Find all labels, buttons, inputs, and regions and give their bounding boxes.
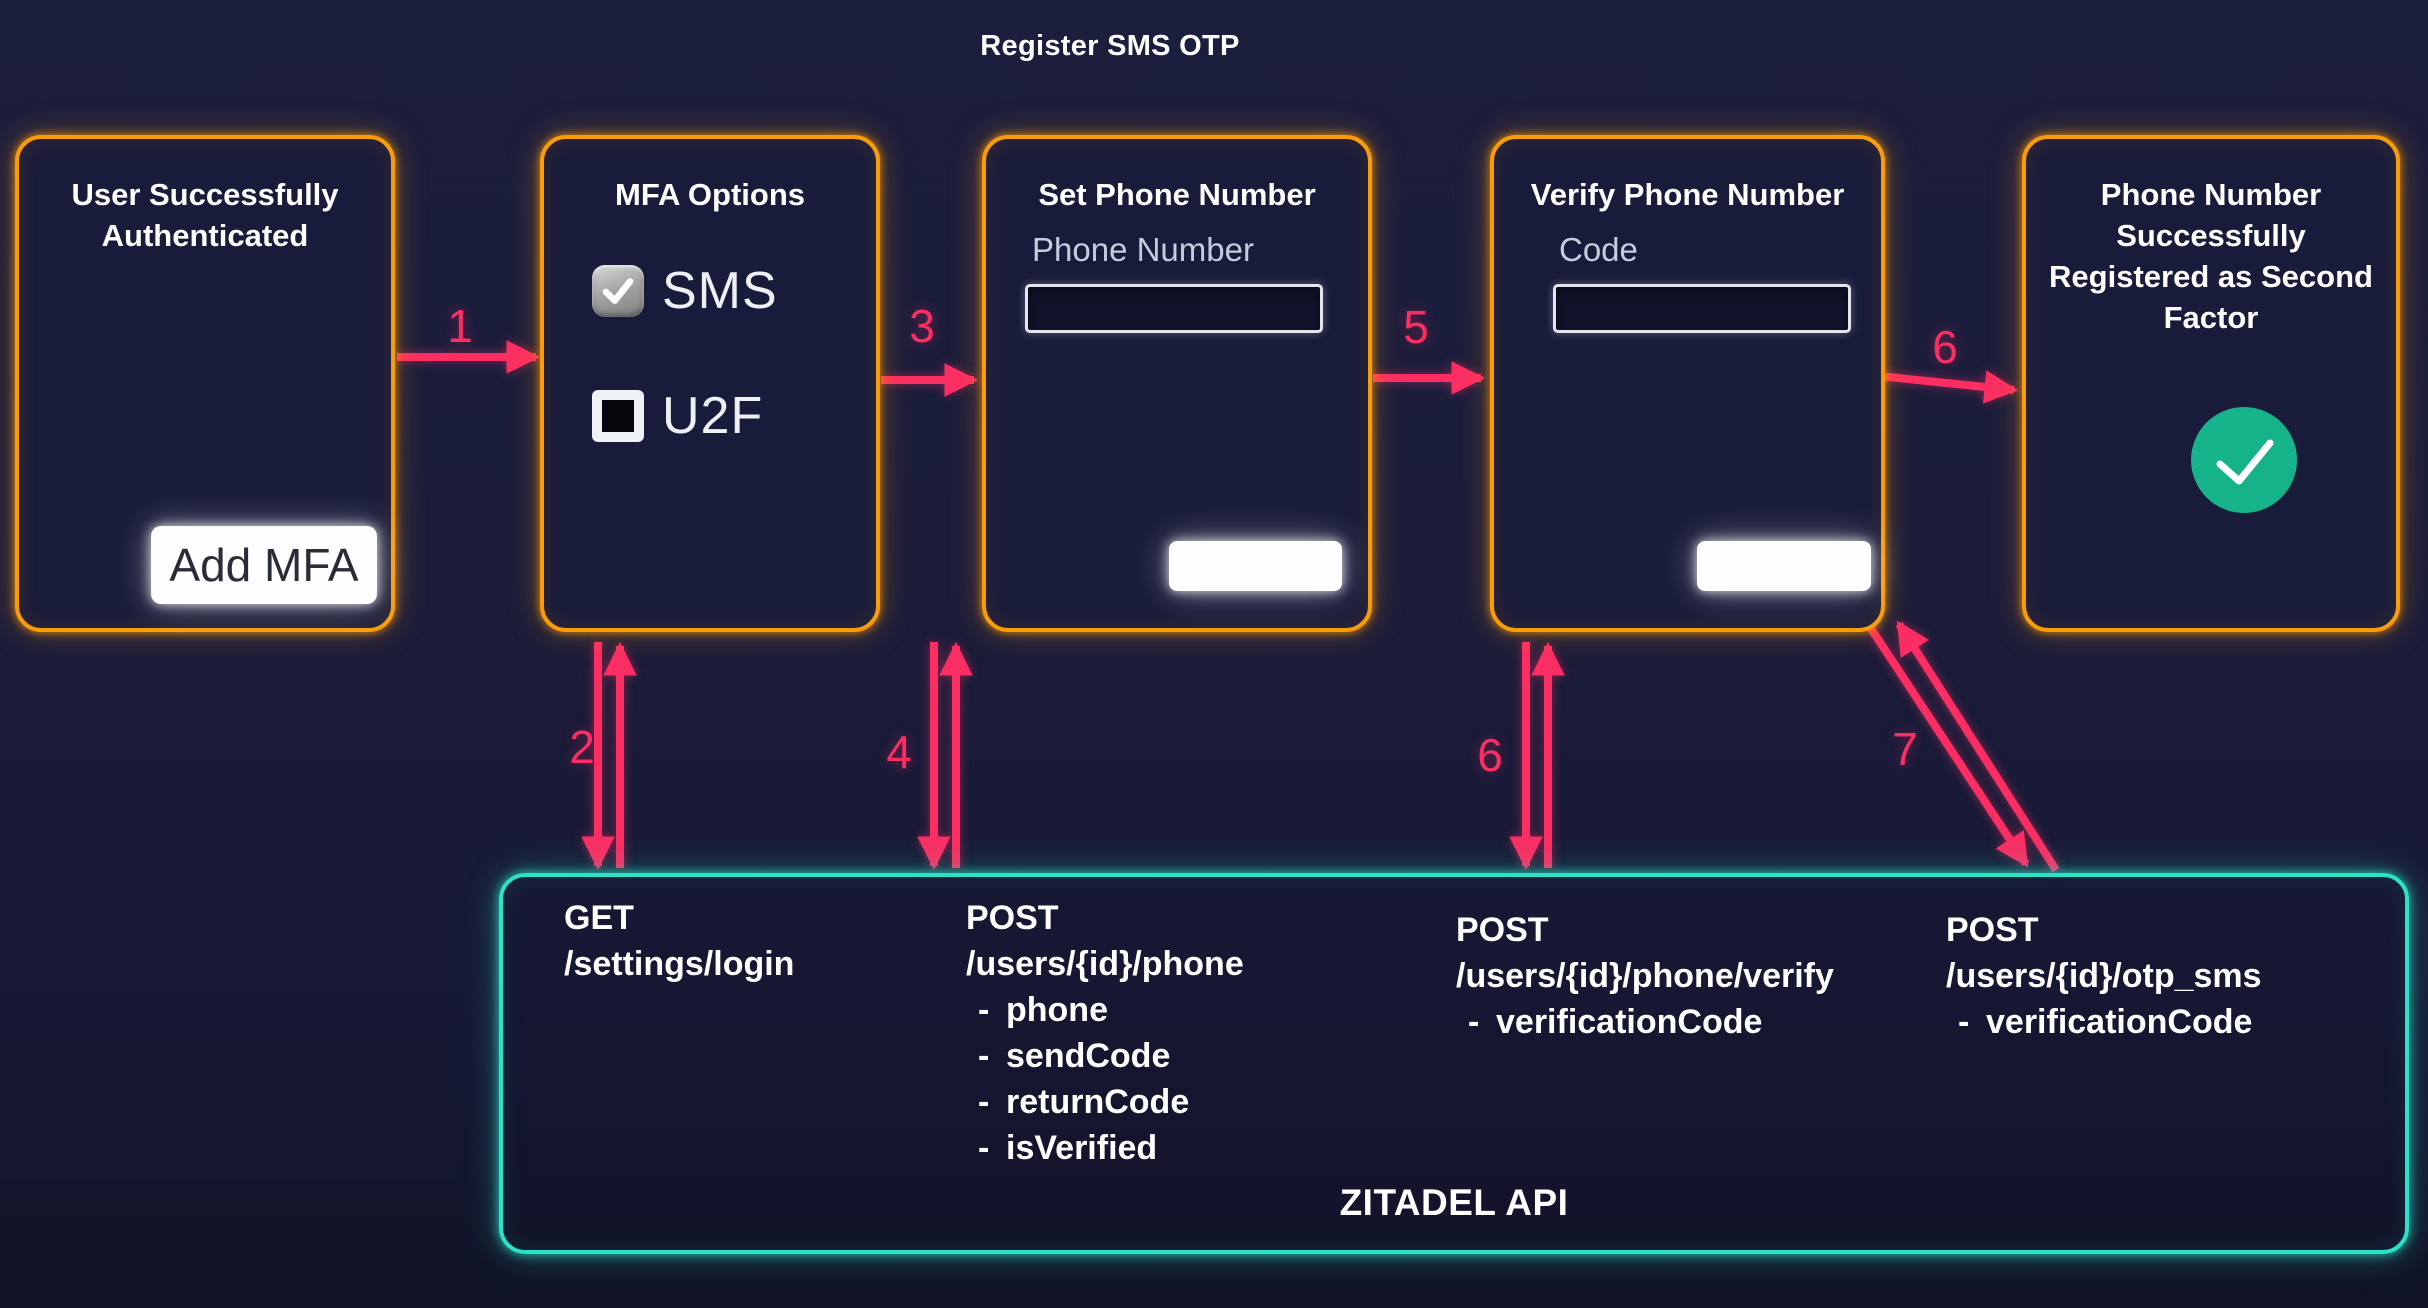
- sms-checkbox[interactable]: [592, 265, 644, 317]
- param-label: isVerified: [1006, 1129, 1158, 1167]
- bullet-dash: -: [978, 1037, 990, 1075]
- success-check-icon: [2191, 407, 2297, 513]
- card-title: Phone Number Successfully Registered as …: [2049, 177, 2373, 335]
- endpoint-path: /users/{id}/phone/verify: [1456, 957, 1834, 995]
- param-label: returnCode: [1006, 1083, 1190, 1121]
- phone-number-input[interactable]: [1025, 284, 1323, 333]
- endpoint-method: POST: [966, 899, 1059, 937]
- endpoint-path: /users/{id}/otp_sms: [1946, 957, 2262, 995]
- code-label: Code: [1559, 231, 1638, 268]
- card-mfa-options: MFA Options SMS U2F: [540, 135, 880, 632]
- endpoint-param: - isVerified: [966, 1125, 1244, 1171]
- bullet-dash: -: [1468, 1003, 1480, 1041]
- endpoint-param: - returnCode: [966, 1079, 1244, 1125]
- endpoint-method: POST: [1946, 911, 2039, 949]
- card-title: MFA Options: [615, 177, 805, 212]
- check-icon: [2216, 439, 2274, 485]
- step-label-5: 5: [1403, 301, 1429, 353]
- bullet-dash: -: [978, 991, 990, 1029]
- api-title: ZITADEL API: [1339, 1182, 1569, 1223]
- endpoint-param: - sendCode: [966, 1033, 1244, 1079]
- submit-phone-button[interactable]: [1169, 541, 1342, 591]
- step-label-6-bottom: 6: [1477, 729, 1503, 781]
- card-user-authenticated: User Successfully Authenticated Add MFA: [15, 135, 395, 632]
- check-icon: [602, 278, 634, 304]
- card-registration-success: Phone Number Successfully Registered as …: [2022, 135, 2400, 632]
- u2f-checkbox-fill: [602, 400, 634, 432]
- step-label-3: 3: [909, 300, 935, 352]
- endpoint-settings-login: GET /settings/login: [564, 895, 794, 987]
- step-label-2: 2: [569, 721, 595, 773]
- endpoint-method: POST: [1456, 911, 1549, 949]
- endpoint-param: - phone: [966, 987, 1244, 1033]
- bullet-dash: -: [1958, 1003, 1970, 1041]
- code-input[interactable]: [1553, 284, 1851, 333]
- u2f-checkbox[interactable]: [592, 390, 644, 442]
- sms-label: SMS: [662, 262, 778, 320]
- endpoint-path: /settings/login: [564, 945, 795, 983]
- endpoint-otp-sms: POST /users/{id}/otp_sms - verificationC…: [1946, 907, 2262, 1045]
- bullet-dash: -: [978, 1129, 990, 1167]
- phone-number-label: Phone Number: [1032, 231, 1254, 268]
- mfa-option-sms: SMS: [592, 261, 778, 321]
- param-label: phone: [1006, 991, 1108, 1029]
- endpoint-users-phone: POST /users/{id}/phone - phone - sendCod…: [966, 895, 1244, 1171]
- add-mfa-button[interactable]: Add MFA: [151, 526, 377, 604]
- endpoint-method: GET: [564, 899, 634, 937]
- u2f-label: U2F: [662, 387, 764, 445]
- card-set-phone-number: Set Phone Number Phone Number: [982, 135, 1372, 632]
- endpoint-param: - verificationCode: [1456, 999, 1834, 1045]
- step-label-6-top: 6: [1932, 321, 1958, 373]
- arrow-step6-top: [1878, 370, 2019, 404]
- verify-code-button[interactable]: [1697, 541, 1871, 591]
- card-title: Set Phone Number: [1038, 177, 1316, 212]
- param-label: verificationCode: [1496, 1003, 1763, 1041]
- param-label: sendCode: [1006, 1037, 1171, 1075]
- param-label: verificationCode: [1986, 1003, 2253, 1041]
- endpoint-phone-verify: POST /users/{id}/phone/verify - verifica…: [1456, 907, 1834, 1045]
- mfa-option-u2f: U2F: [592, 386, 763, 446]
- endpoint-path: /users/{id}/phone: [966, 945, 1244, 983]
- zitadel-api-box: GET /settings/login POST /users/{id}/pho…: [499, 873, 2409, 1254]
- step-label-7: 7: [1892, 723, 1918, 775]
- card-verify-phone-number: Verify Phone Number Code: [1490, 135, 1885, 632]
- arrow-step7-up: [1895, 620, 2060, 873]
- step-label-1: 1: [447, 300, 473, 352]
- endpoint-param: - verificationCode: [1946, 999, 2262, 1045]
- card-title: User Successfully Authenticated: [71, 177, 339, 253]
- bullet-dash: -: [978, 1083, 990, 1121]
- page-title: Register SMS OTP: [980, 30, 1240, 62]
- step-label-4: 4: [886, 726, 912, 778]
- add-mfa-label: Add MFA: [169, 539, 359, 591]
- card-title: Verify Phone Number: [1530, 177, 1845, 212]
